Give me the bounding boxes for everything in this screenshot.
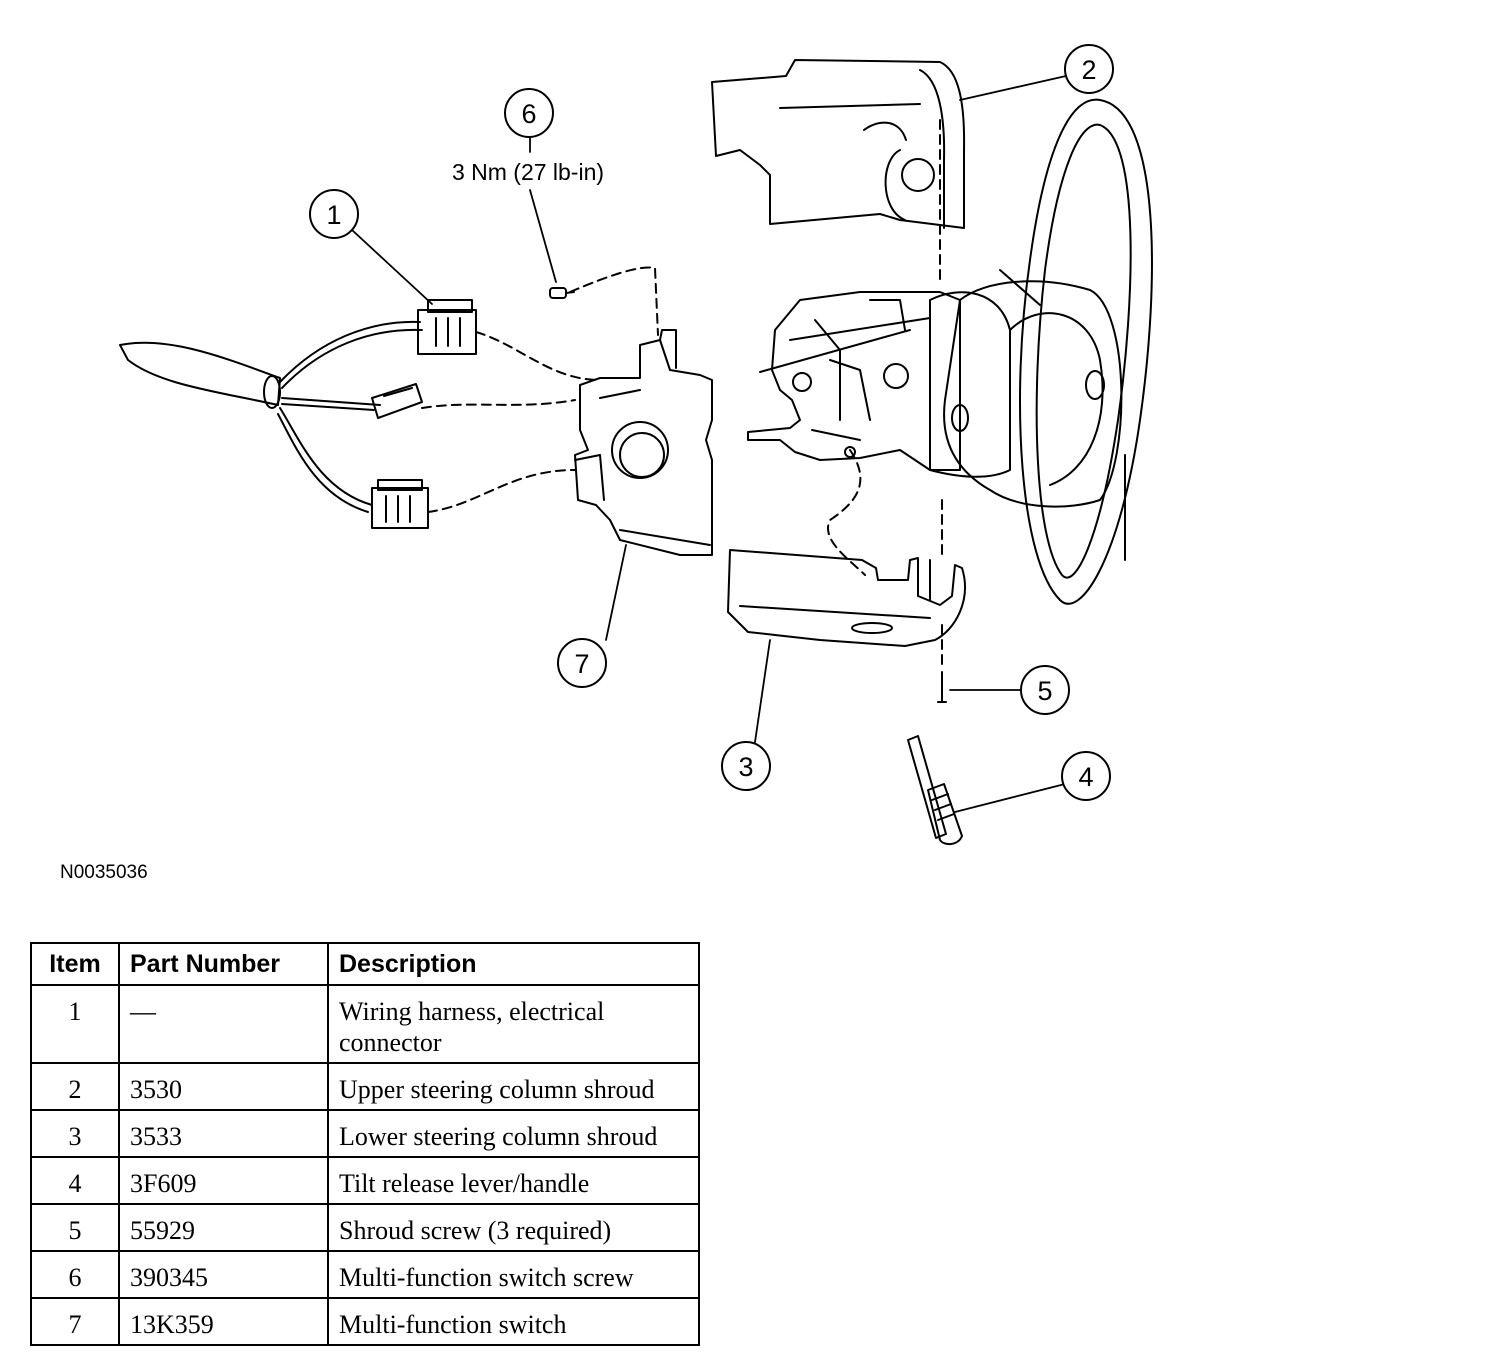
steering-column-drawing [747, 291, 961, 471]
lower-shroud-drawing [727, 549, 966, 647]
table-row: 3 3533 Lower steering column shroud [30, 1109, 700, 1158]
cell-description: Upper steering column shroud [327, 1062, 700, 1111]
cell-item: 7 [30, 1297, 120, 1346]
callout-4: 4 [1061, 751, 1111, 801]
cell-description: Lower steering column shroud [327, 1109, 700, 1158]
figure-id: N0035036 [60, 862, 148, 883]
torque-spec: 3 Nm (27 lb-in) [452, 159, 604, 185]
cell-description: Multi-function switch screw [327, 1250, 700, 1299]
cell-part-number: 3533 [118, 1109, 329, 1158]
cell-description: Tilt release lever/handle [327, 1156, 700, 1205]
cell-part-number: 3530 [118, 1062, 329, 1111]
multi-function-switch-drawing [574, 329, 713, 556]
header-item: Item [30, 942, 120, 986]
callout-2: 2 [1064, 44, 1114, 94]
table-header-row: Item Part Number Description [30, 942, 700, 986]
cell-part-number: 3F609 [118, 1156, 329, 1205]
cell-part-number: 13K359 [118, 1297, 329, 1346]
table-row: 5 55929 Shroud screw (3 required) [30, 1203, 700, 1252]
cell-item: 1 [30, 984, 120, 1064]
table-row: 2 3530 Upper steering column shroud [30, 1062, 700, 1111]
table-row: 7 13K359 Multi-function switch [30, 1297, 700, 1346]
cell-item: 3 [30, 1109, 120, 1158]
steering-wheel-drawing [929, 98, 1153, 605]
cell-part-number: 390345 [118, 1250, 329, 1299]
header-part-number: Part Number [118, 942, 329, 986]
table-row: 6 390345 Multi-function switch screw [30, 1250, 700, 1299]
callout-6: 6 [504, 88, 554, 138]
callout-7-label: 7 [574, 649, 589, 679]
cell-item: 2 [30, 1062, 120, 1111]
callout-2-label: 2 [1081, 55, 1096, 85]
exploded-view-diagram: 1 2 3 4 5 6 7 3 Nm (27 lb-in) [119, 44, 1153, 846]
shroud-screw-drawing [937, 671, 947, 703]
cell-part-number: — [118, 984, 329, 1064]
header-description: Description [327, 942, 700, 986]
callout-1: 1 [309, 189, 359, 239]
callout-5: 5 [1020, 665, 1070, 715]
cell-description: Shroud screw (3 required) [327, 1203, 700, 1252]
callout-6-label: 6 [521, 99, 536, 129]
cell-description: Wiring harness, electrical connector [327, 984, 700, 1064]
cell-item: 4 [30, 1156, 120, 1205]
switch-screw-drawing [549, 287, 575, 299]
callout-1-label: 1 [326, 200, 341, 230]
callout-3-label: 3 [738, 752, 753, 782]
tilt-lever-drawing [907, 735, 963, 846]
callout-4-label: 4 [1078, 762, 1093, 792]
cell-item: 5 [30, 1203, 120, 1252]
callout-7: 7 [557, 638, 607, 688]
assembly-path-lines [421, 119, 943, 671]
parts-table: Item Part Number Description 1 — Wiring … [30, 942, 700, 1346]
callout-3: 3 [721, 741, 771, 791]
table-row: 4 3F609 Tilt release lever/handle [30, 1156, 700, 1205]
wiring-harness-drawing [119, 299, 477, 529]
upper-shroud-drawing [711, 59, 966, 229]
cell-part-number: 55929 [118, 1203, 329, 1252]
table-row: 1 — Wiring harness, electrical connector [30, 984, 700, 1064]
callout-5-label: 5 [1037, 676, 1052, 706]
cell-description: Multi-function switch [327, 1297, 700, 1346]
cell-item: 6 [30, 1250, 120, 1299]
callout-leaders [351, 75, 1067, 813]
